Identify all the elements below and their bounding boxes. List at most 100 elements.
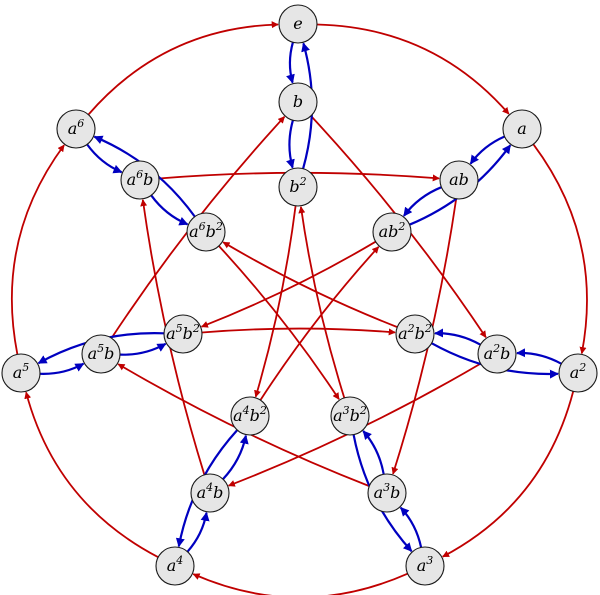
node-label-base: a bbox=[127, 170, 137, 189]
node-circle bbox=[395, 314, 435, 354]
edge-blue-a-to-ab bbox=[469, 135, 506, 165]
edge-red-ab2-to-a5b2 bbox=[200, 240, 377, 328]
node-circle bbox=[230, 396, 270, 436]
node-label-base: a bbox=[68, 119, 78, 138]
node-label-base: a bbox=[13, 363, 23, 382]
node-circle bbox=[1, 353, 41, 393]
node-label: a4b bbox=[197, 481, 224, 502]
node-label-base: b bbox=[293, 92, 303, 111]
node-label: ab2 bbox=[379, 220, 406, 241]
edge-red-a5b2-to-a2b2 bbox=[201, 327, 396, 336]
node-label-base: a bbox=[88, 344, 98, 363]
edge-red-a6b2-to-a3b2 bbox=[218, 245, 340, 400]
node-label-base: a bbox=[398, 324, 408, 343]
node-a2: a2 bbox=[558, 353, 598, 393]
node-a5b2: a5b2 bbox=[163, 314, 203, 354]
node-label-generator: b bbox=[250, 406, 260, 425]
node-ab: ab bbox=[439, 160, 479, 200]
node-e: e bbox=[278, 4, 318, 44]
node-label: a4b2 bbox=[233, 404, 267, 425]
node-label-generator: b bbox=[459, 170, 469, 189]
node-circle bbox=[190, 473, 230, 513]
node-circle bbox=[439, 160, 479, 200]
edge-blue-a6b-to-a6b2 bbox=[150, 194, 189, 226]
edge-red-a6-to-e bbox=[87, 21, 279, 116]
node-label-exponent: 3 bbox=[343, 404, 350, 417]
node-label-generator: b bbox=[143, 170, 153, 189]
edge-red-b2-to-a4b2 bbox=[254, 205, 297, 398]
node-label: a6 bbox=[68, 117, 85, 138]
node-label-exponent: 3 bbox=[426, 554, 433, 567]
node-circle bbox=[120, 160, 160, 200]
node-label-exponent: 2 bbox=[299, 175, 307, 188]
node-b: b bbox=[278, 82, 318, 122]
edge-red-a4-to-a5 bbox=[24, 391, 159, 558]
node-label: a2b2 bbox=[398, 322, 432, 343]
node-label-generator: b bbox=[388, 222, 398, 241]
edge-red-a5-to-a6 bbox=[10, 144, 65, 355]
node-label-base: e bbox=[293, 14, 302, 33]
edge-blue-a2-to-a2b bbox=[516, 348, 562, 365]
node-label: b bbox=[293, 92, 303, 111]
node-label-exponent: 2 bbox=[215, 220, 223, 233]
node-a5b: a5b bbox=[81, 334, 121, 374]
node-label: a4 bbox=[167, 554, 184, 575]
node-a2b2: a2b2 bbox=[395, 314, 435, 354]
node-a4b: a4b bbox=[190, 473, 230, 513]
node-a2b: a2b bbox=[477, 334, 517, 374]
node-label-base: a bbox=[167, 556, 177, 575]
node-label-exponent: 2 bbox=[424, 322, 432, 335]
node-label-exponent: 5 bbox=[22, 361, 29, 374]
node-label-generator: b bbox=[500, 344, 510, 363]
node-label-exponent: 5 bbox=[176, 322, 183, 335]
node-label-generator: b bbox=[390, 483, 400, 502]
edge-red-a2-to-a3 bbox=[442, 391, 575, 558]
node-label-base: a bbox=[333, 406, 343, 425]
node-circle bbox=[372, 212, 412, 252]
node-label-exponent: 2 bbox=[359, 404, 367, 417]
node-label: ab bbox=[449, 170, 469, 189]
node-a6b: a6b bbox=[120, 160, 160, 200]
node-ab2: ab2 bbox=[372, 212, 412, 252]
node-circle bbox=[81, 334, 121, 374]
node-circle bbox=[330, 396, 370, 436]
edge-blue-a2b-to-a2b2 bbox=[434, 328, 481, 346]
node-label: e bbox=[293, 14, 302, 33]
node-circle bbox=[163, 314, 203, 354]
node-label-base: a bbox=[197, 483, 207, 502]
node-label-base: a bbox=[484, 344, 494, 363]
node-label: a3b2 bbox=[333, 404, 367, 425]
node-label: b2 bbox=[289, 175, 306, 196]
node-circle bbox=[278, 4, 318, 44]
node-label: a5b2 bbox=[166, 322, 200, 343]
node-label: a bbox=[517, 119, 527, 138]
edge-blue-e-to-b bbox=[286, 42, 295, 84]
node-circle bbox=[186, 212, 226, 252]
node-b2: b2 bbox=[278, 167, 318, 207]
edge-red-e-to-a bbox=[316, 23, 510, 115]
node-a3: a3 bbox=[405, 546, 445, 586]
node-circle bbox=[477, 334, 517, 374]
edge-red-a3b2-to-b2 bbox=[298, 206, 346, 399]
node-label-exponent: 4 bbox=[242, 404, 250, 417]
node-circle bbox=[558, 353, 598, 393]
node-label-base: a bbox=[379, 222, 389, 241]
edge-blue-b-to-b2 bbox=[286, 120, 295, 169]
node-label: a3 bbox=[417, 554, 434, 575]
node-label-base: a bbox=[570, 363, 580, 382]
node-label: a3b bbox=[374, 481, 401, 502]
node-label-exponent: 4 bbox=[175, 554, 183, 567]
edge-blue-a6-to-a6b bbox=[86, 143, 123, 174]
edge-blue-a5b-to-a5b2 bbox=[119, 342, 167, 356]
node-a4: a4 bbox=[155, 546, 195, 586]
edge-red-a3-to-a4 bbox=[192, 572, 408, 595]
node-label-generator: b bbox=[350, 406, 360, 425]
node-label-generator: b bbox=[415, 324, 425, 343]
edge-blue-a3-to-a3b bbox=[399, 506, 423, 548]
node-a6: a6 bbox=[56, 109, 96, 149]
edge-blue-a4-to-a4b bbox=[186, 511, 210, 553]
node-circle bbox=[405, 546, 445, 586]
node-circle bbox=[367, 473, 407, 513]
node-label-exponent: 2 bbox=[492, 342, 500, 355]
